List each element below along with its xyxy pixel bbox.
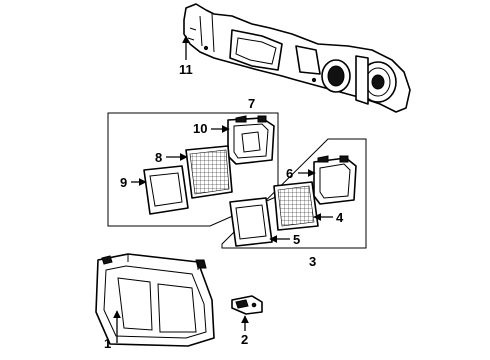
headlamp-lens-left [185, 145, 233, 199]
bracket-group-3 [221, 138, 367, 249]
callout-1: 1 [104, 336, 111, 351]
callout-7: 7 [248, 96, 255, 111]
callout-8: 8 [155, 150, 162, 165]
callout-6: 6 [286, 166, 293, 181]
callout-3: 3 [309, 254, 316, 269]
headlamp-frame-right [229, 197, 273, 247]
callout-5: 5 [293, 232, 300, 247]
headlamp-frame-left [143, 165, 189, 215]
callout-4: 4 [336, 210, 344, 225]
headlamp-lens-right [273, 181, 319, 231]
radiator-support-panel [183, 3, 411, 113]
callout-10: 10 [193, 121, 207, 136]
mounting-bracket [231, 295, 263, 315]
headlamp-bezel [95, 253, 215, 347]
headlamp-housing-left [227, 115, 275, 165]
callout-9: 9 [120, 175, 127, 190]
callout-2: 2 [241, 332, 248, 347]
callout-11: 11 [179, 62, 193, 77]
headlamp-housing-right [313, 155, 357, 205]
